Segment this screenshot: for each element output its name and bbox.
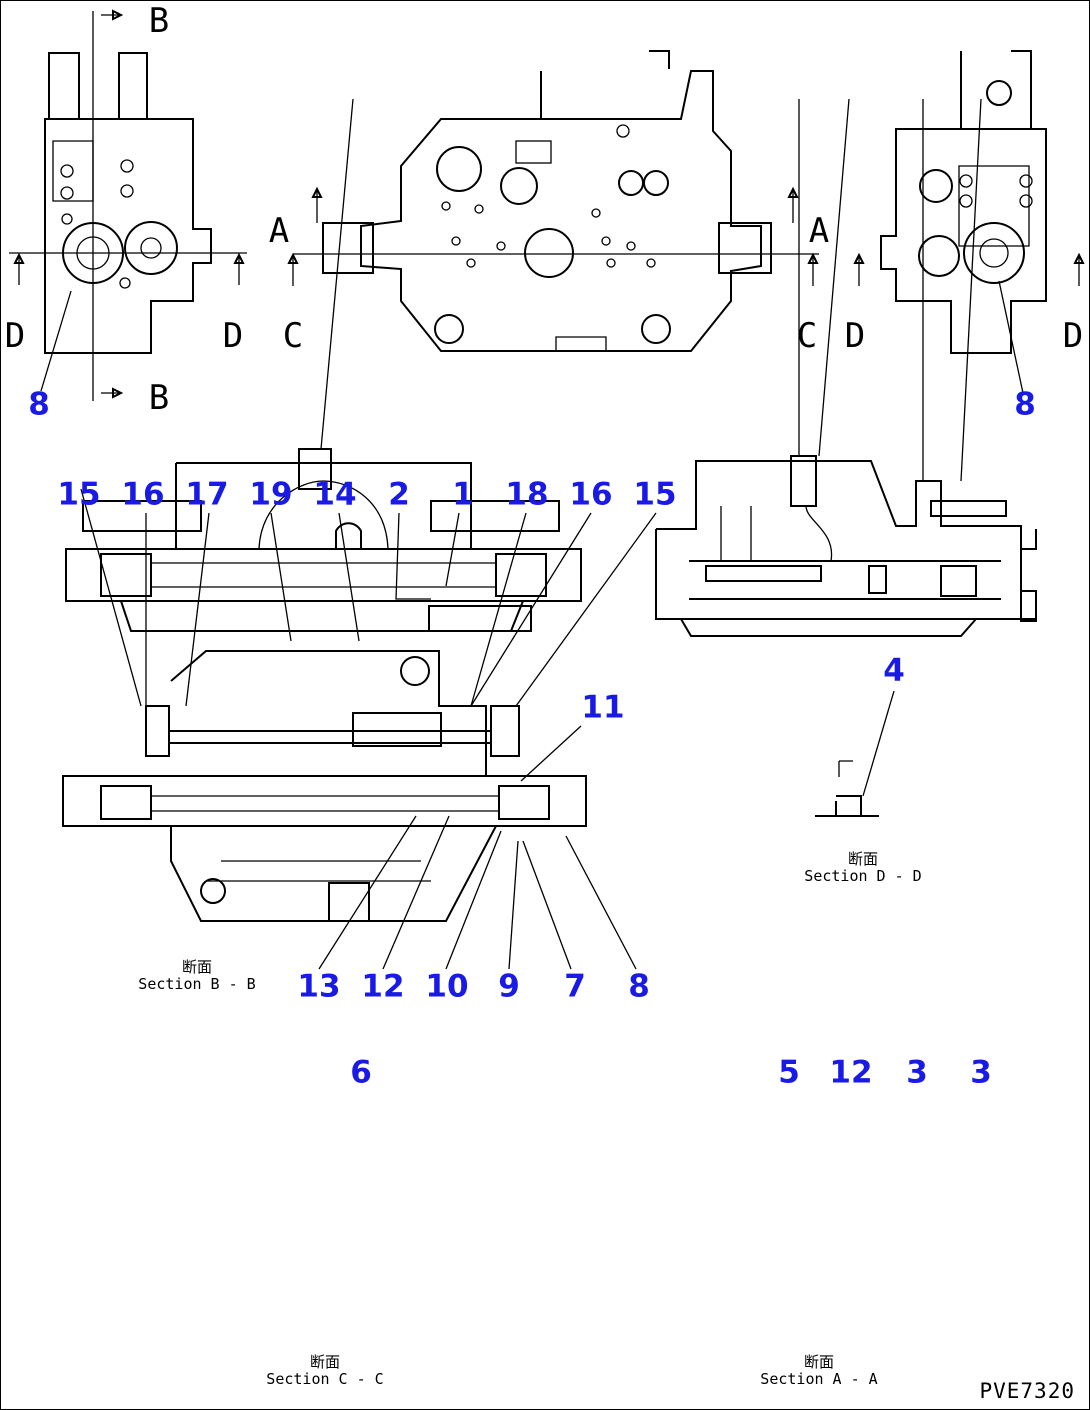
section-mark-d-3: D bbox=[844, 316, 866, 356]
callout-right-8: 8 bbox=[1014, 386, 1036, 423]
caption-cc-jp: 断面 bbox=[309, 1353, 340, 1371]
caption-section-cc: 断面 Section C - C bbox=[266, 1354, 383, 1388]
callout-bb-1: 1 bbox=[452, 476, 474, 513]
callout-bb-13: 13 bbox=[297, 968, 341, 1005]
callout-aa-12: 12 bbox=[829, 1054, 873, 1091]
section-mark-d-2: D bbox=[222, 316, 244, 356]
caption-cc-en: Section C - C bbox=[266, 1370, 384, 1388]
callout-bb-15b: 15 bbox=[633, 476, 677, 513]
drawing-code: PVE7320 bbox=[979, 1379, 1075, 1403]
callout-aa-3b: 3 bbox=[970, 1054, 992, 1091]
caption-dd-jp: 断面 bbox=[847, 850, 878, 868]
left-end-view bbox=[9, 9, 247, 401]
caption-bb-jp: 断面 bbox=[181, 958, 212, 976]
caption-dd-en: Section D - D bbox=[804, 867, 922, 885]
callout-bb-10: 10 bbox=[425, 968, 469, 1005]
callout-bb-8: 8 bbox=[628, 968, 650, 1005]
callout-bb-17: 17 bbox=[185, 476, 229, 513]
callout-bb-14: 14 bbox=[313, 476, 357, 513]
section-mark-d-4: D bbox=[1062, 316, 1084, 356]
callout-aa-5: 5 bbox=[778, 1054, 800, 1091]
callout-bb-19: 19 bbox=[249, 476, 293, 513]
callout-bb-18: 18 bbox=[505, 476, 549, 513]
callout-aa-3a: 3 bbox=[906, 1054, 928, 1091]
section-dd-view bbox=[815, 690, 895, 817]
section-bb-view bbox=[62, 488, 657, 970]
caption-section-aa: 断面 Section A - A bbox=[760, 1354, 877, 1388]
caption-aa-en: Section A - A bbox=[760, 1370, 878, 1388]
section-aa-view bbox=[655, 98, 1037, 637]
section-mark-d-1: D bbox=[4, 316, 26, 356]
section-mark-b-bottom: B bbox=[148, 378, 170, 418]
caption-bb-en: Section B - B bbox=[138, 975, 256, 993]
callout-bb-15a: 15 bbox=[57, 476, 101, 513]
section-mark-b-top: B bbox=[148, 1, 170, 41]
section-mark-c-right: C bbox=[796, 316, 818, 356]
callout-dd-4: 4 bbox=[883, 652, 905, 689]
callout-bb-9: 9 bbox=[498, 968, 520, 1005]
callout-bb-16a: 16 bbox=[121, 476, 165, 513]
caption-section-dd: 断面 Section D - D bbox=[804, 851, 921, 885]
callout-bb-16b: 16 bbox=[569, 476, 613, 513]
section-cc-graphic bbox=[65, 98, 582, 632]
callout-bb-2: 2 bbox=[388, 476, 410, 513]
caption-section-bb: 断面 Section B - B bbox=[138, 959, 255, 993]
callout-cc-6: 6 bbox=[350, 1054, 372, 1091]
callout-left-8: 8 bbox=[28, 386, 50, 423]
section-mark-a-left: A bbox=[268, 211, 290, 251]
center-top-view bbox=[287, 50, 819, 352]
section-mark-a-right: A bbox=[808, 211, 830, 251]
right-end-view bbox=[853, 50, 1085, 394]
section-mark-c-left: C bbox=[282, 316, 304, 356]
callout-bb-12: 12 bbox=[361, 968, 405, 1005]
caption-aa-jp: 断面 bbox=[803, 1353, 834, 1371]
callout-bb-11: 11 bbox=[581, 689, 625, 726]
callout-bb-7: 7 bbox=[564, 968, 586, 1005]
